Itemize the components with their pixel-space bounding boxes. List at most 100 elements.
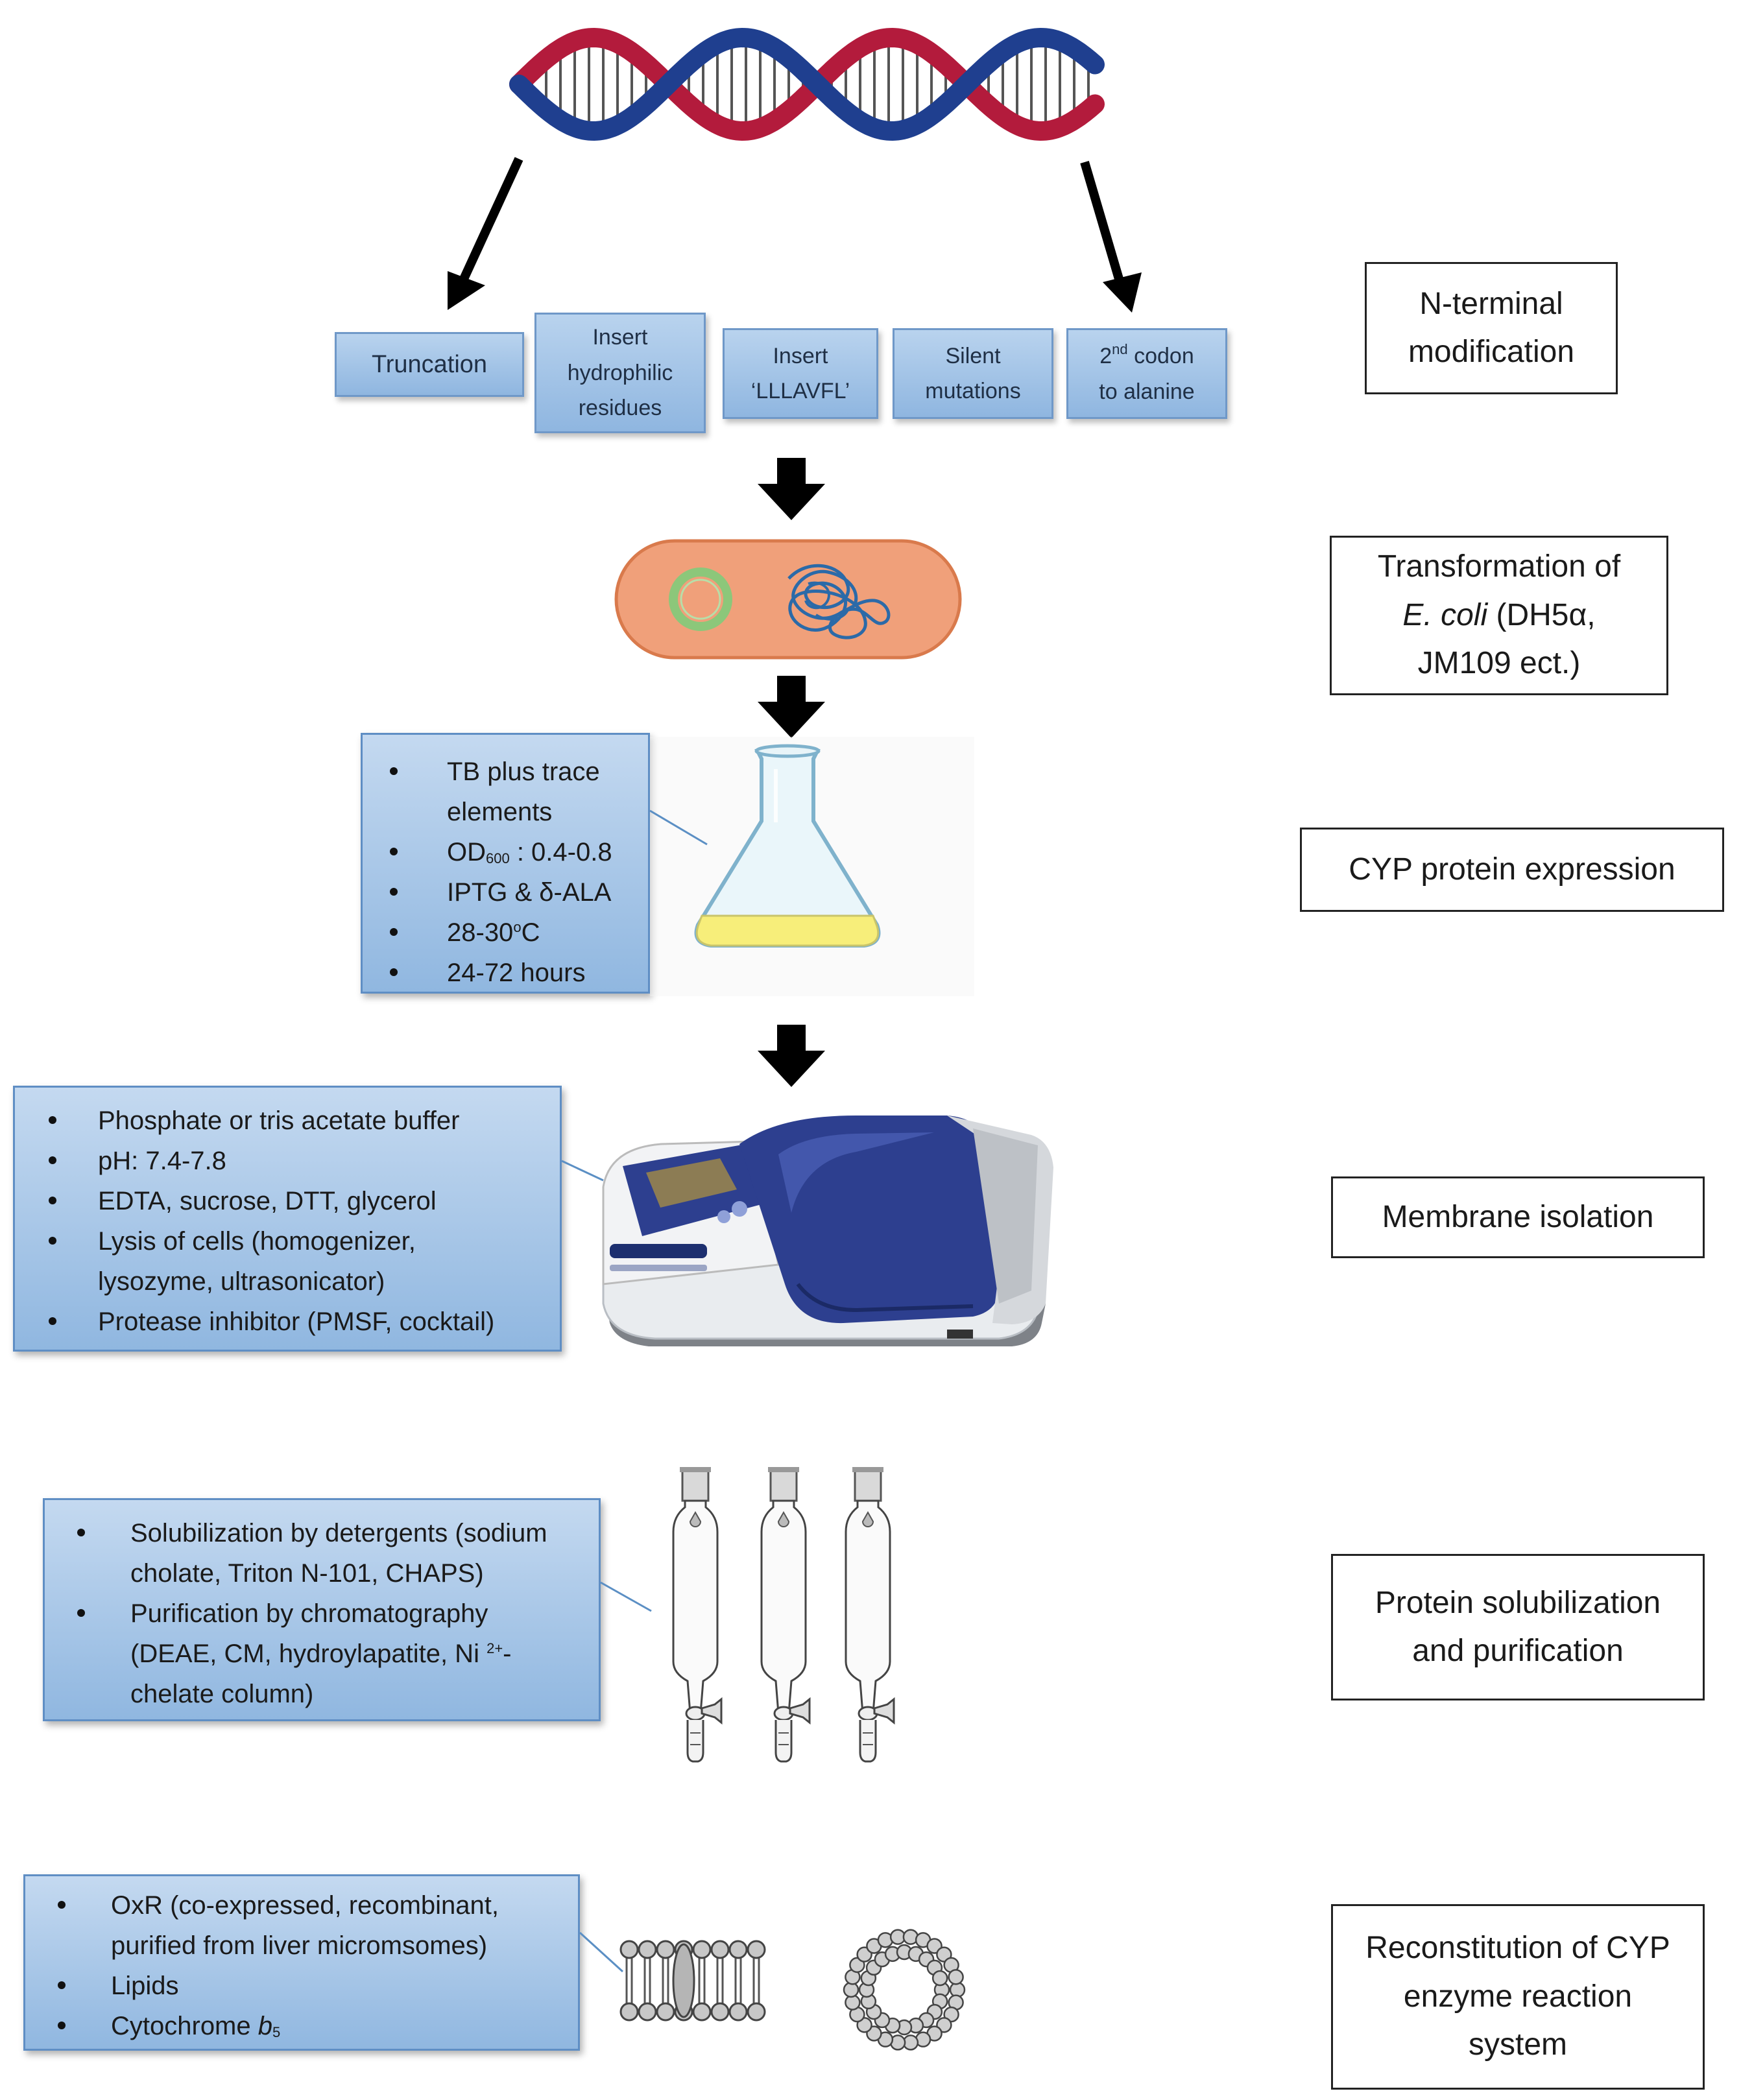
down-arrow-icon bbox=[758, 1025, 825, 1087]
lipid-bilayer-icon bbox=[619, 1940, 766, 2022]
solubilization-conditions-box: Solubilization by detergents (sodium cho… bbox=[43, 1498, 601, 1721]
plasmid-icon bbox=[669, 567, 732, 631]
stage-solubilization-line1: Protein solubilization bbox=[1375, 1585, 1661, 1620]
membrane-item3: EDTA, sucrose, DTT, glycerol bbox=[98, 1187, 437, 1215]
membrane-conditions-box: Phosphate or tris acetate buffer pH: 7.4… bbox=[13, 1086, 562, 1352]
solubilization-item1-line1: Solubilization by detergents (sodium bbox=[130, 1519, 547, 1547]
bullet-dot bbox=[390, 928, 398, 936]
stage-solubilization-line2: and purification bbox=[1412, 1634, 1624, 1668]
bullet-dot bbox=[58, 1981, 66, 1989]
expression-conditions-box: TB plus trace elements OD600 : 0.4-0.8 I… bbox=[361, 733, 650, 994]
chromatography-column-icon bbox=[845, 1467, 895, 1763]
bullet-dot bbox=[77, 1609, 85, 1617]
bullet-dot bbox=[49, 1156, 56, 1164]
stage-membrane-text: Membrane isolation bbox=[1382, 1199, 1654, 1234]
chromatography-column-icon bbox=[672, 1467, 723, 1763]
reconstitution-item2: Lipids bbox=[111, 1972, 179, 2000]
bullet-dot bbox=[49, 1317, 56, 1325]
stage-reconstitution: Reconstitution of CYP enzyme reaction sy… bbox=[1331, 1904, 1705, 2090]
stage-reconstitution-line2: enzyme reaction bbox=[1403, 1979, 1633, 2014]
stage-expression: CYP protein expression bbox=[1300, 828, 1724, 912]
expression-item5: 24-72 hours bbox=[447, 959, 586, 987]
solubilization-ni-charge: 2+ bbox=[486, 1640, 503, 1656]
reconstitution-b: b bbox=[258, 2012, 272, 2040]
chromatography-columns bbox=[672, 1467, 895, 1763]
bullet-dot bbox=[390, 968, 398, 976]
chromatography-column-icon bbox=[760, 1467, 811, 1763]
expression-od-range: : 0.4-0.8 bbox=[509, 838, 612, 866]
mod-hydrophilic-line1: Insert bbox=[592, 325, 648, 350]
reconstitution-item3: Cytochrome bbox=[111, 2012, 258, 2040]
stage-solubilization: Protein solubilization and purification bbox=[1331, 1554, 1705, 1700]
stage-n-terminal-text: N-terminal modification bbox=[1408, 286, 1575, 369]
expression-od-label: OD bbox=[447, 838, 486, 866]
mod-hydrophilic-line2: hydrophilic bbox=[567, 360, 673, 385]
mod-insert-hydrophilic: Insert hydrophilic residues bbox=[534, 313, 706, 433]
reconstitution-conditions-box: OxR (co-expressed, recombinant, purified… bbox=[23, 1874, 580, 2051]
spectrophotometer-icon bbox=[602, 1116, 1053, 1346]
bullet-dot bbox=[49, 1116, 56, 1124]
mod-codon-sup: nd bbox=[1112, 341, 1128, 358]
membrane-item1: Phosphate or tris acetate buffer bbox=[98, 1106, 460, 1135]
bullet-dot bbox=[49, 1237, 56, 1245]
solubilization-item2-line3: chelate column) bbox=[130, 1680, 314, 1708]
stage-transformation-strain: (DH5α, bbox=[1487, 597, 1596, 632]
membrane-item2: pH: 7.4-7.8 bbox=[98, 1147, 226, 1175]
mod-truncation: Truncation bbox=[335, 332, 524, 397]
membrane-item4-line2: lysozyme, ultrasonicator) bbox=[98, 1267, 385, 1296]
bullet-dot bbox=[390, 888, 398, 896]
solubilization-item1-line2: cholate, Triton N-101, CHAPS) bbox=[130, 1559, 484, 1588]
reconstitution-b-sub: 5 bbox=[272, 2024, 281, 2040]
mod-codon-num: 2 bbox=[1099, 344, 1112, 369]
membrane-item4-line1: Lysis of cells (homogenizer, bbox=[98, 1227, 416, 1256]
stage-n-terminal: N-terminal modification bbox=[1365, 262, 1618, 394]
bullet-dot bbox=[58, 2022, 66, 2029]
bullet-dot bbox=[77, 1529, 85, 1536]
down-arrow-icon bbox=[758, 676, 825, 738]
bullet-dot bbox=[390, 767, 398, 775]
stage-transformation-line1: Transformation of bbox=[1377, 549, 1621, 584]
solubilization-dash: - bbox=[503, 1640, 512, 1668]
bacterium-icon bbox=[614, 539, 962, 660]
solubilization-item2-line1: Purification by chromatography bbox=[130, 1599, 488, 1628]
chromosome-icon bbox=[787, 564, 891, 639]
solubilization-item2-line2: (DEAE, CM, hydroylapatite, Ni bbox=[130, 1640, 479, 1668]
reconstitution-item1-line2: purified from liver micromsomes) bbox=[111, 1931, 488, 1960]
mod-silent-line1: Silent bbox=[945, 343, 1001, 368]
reconstitution-item1-line1: OxR (co-expressed, recombinant, bbox=[111, 1891, 499, 1920]
expression-temp-unit: C bbox=[521, 918, 540, 947]
stage-expression-text: CYP protein expression bbox=[1349, 852, 1675, 887]
stage-transformation-ecoli: E. coli bbox=[1402, 597, 1488, 632]
down-arrow-icon bbox=[758, 458, 825, 520]
mod-silent-mutations: Silent mutations bbox=[893, 328, 1053, 419]
expression-item1-line2: elements bbox=[447, 798, 553, 826]
bullet-dot bbox=[49, 1197, 56, 1204]
membrane-item5: Protease inhibitor (PMSF, cocktail) bbox=[98, 1307, 495, 1336]
stage-transformation-line3: JM109 ect.) bbox=[1417, 646, 1581, 681]
expression-item3: IPTG & δ-ALA bbox=[447, 878, 612, 907]
expression-item1-line1: TB plus trace bbox=[447, 758, 600, 786]
membrane-protein-icon bbox=[672, 1943, 695, 2018]
mod-truncation-label: Truncation bbox=[371, 350, 488, 378]
expression-temp: 28-30 bbox=[447, 918, 514, 947]
stage-reconstitution-line3: system bbox=[1468, 2027, 1567, 2062]
expression-od-sub: 600 bbox=[486, 850, 510, 866]
mod-lllavfl-line2: ‘LLLAVFL’ bbox=[750, 379, 850, 403]
expression-temp-deg: o bbox=[513, 919, 522, 935]
mod-codon-rest: codon bbox=[1127, 344, 1194, 369]
mod-lllavfl-line1: Insert bbox=[773, 343, 828, 368]
bullet-dot bbox=[390, 848, 398, 855]
liposome-icon bbox=[843, 1929, 966, 2051]
stage-reconstitution-line1: Reconstitution of CYP bbox=[1365, 1931, 1670, 1966]
mod-silent-line2: mutations bbox=[925, 379, 1021, 403]
mod-insert-lllavfl: Insert ‘LLLAVFL’ bbox=[723, 328, 878, 419]
mod-codon-line2: to alanine bbox=[1099, 379, 1195, 404]
stage-transformation: Transformation of E. coli (DH5α, JM109 e… bbox=[1330, 536, 1668, 695]
flask-icon bbox=[649, 737, 974, 996]
bullet-dot bbox=[58, 1901, 66, 1909]
